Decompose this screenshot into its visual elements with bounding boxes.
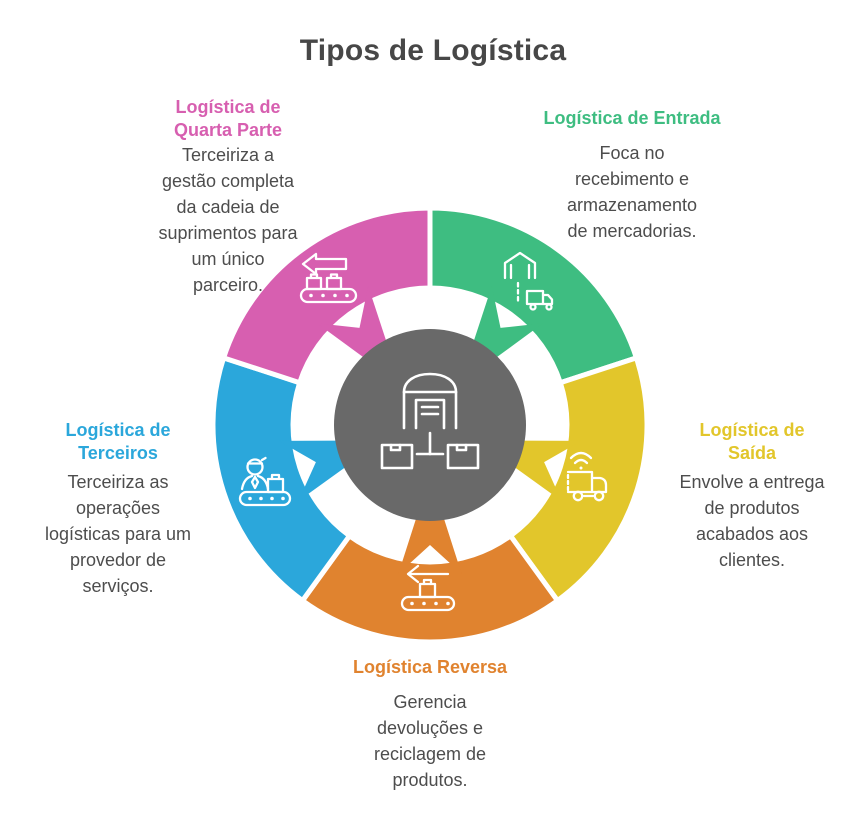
segment-heading-saida: Logística de Saída bbox=[699, 420, 805, 463]
warehouse-distribution-hub-icon bbox=[380, 372, 480, 470]
segment-description-entrada: Foca no recebimento e armazenamento de m… bbox=[566, 143, 698, 241]
segment-description-reversa: Gerencia devoluções e reciclagem de prod… bbox=[373, 692, 487, 790]
donut-segment-saida bbox=[508, 355, 650, 604]
segment-hub-arrow-entrada bbox=[472, 286, 543, 361]
connected-delivery-truck-icon bbox=[566, 451, 608, 502]
warehouse-receiving-truck-icon bbox=[503, 251, 554, 311]
segment-hub-arrow-reversa bbox=[398, 514, 462, 574]
donut-segment-reversa bbox=[300, 533, 560, 645]
segment-label-block-quarta-parte: Logística de Quarta Parte Terceiriza a g… bbox=[118, 96, 338, 298]
donut-icons-layer bbox=[238, 251, 608, 612]
segment-heading-quarta-parte: Logística de Quarta Parte bbox=[173, 97, 283, 140]
segment-label-block-terceiros: Logística de Terceiros Terceiriza as ope… bbox=[8, 419, 228, 599]
segment-heading-reversa: Logística Reversa bbox=[352, 657, 508, 677]
worker-conveyor-icon bbox=[238, 456, 292, 507]
segment-hub-arrow-saida bbox=[510, 440, 582, 501]
segment-description-saida: Envolve a entrega de produtos acabados a… bbox=[679, 472, 825, 570]
segment-hub-arrow-terceiros bbox=[278, 440, 350, 501]
page-title: Tipos de Logística bbox=[299, 34, 567, 67]
conveyor-return-arrow-icon bbox=[400, 564, 456, 612]
segment-description-terceiros: Terceiriza as operações logísticas para … bbox=[44, 472, 192, 596]
donut-segment-quarta_parte bbox=[221, 205, 433, 386]
segment-label-block-saida: Logística de Saída Envolve a entrega de … bbox=[642, 419, 862, 573]
return-arrow-conveyor-boxes-icon bbox=[299, 252, 358, 304]
segment-hub-arrow-quarta_parte bbox=[317, 286, 388, 361]
segment-heading-entrada: Logística de Entrada bbox=[543, 108, 721, 128]
segment-description-quarta-parte: Terceiriza a gestão completa da cadeia d… bbox=[158, 145, 298, 295]
hub-circle bbox=[334, 329, 526, 521]
segment-heading-terceiros: Logística de Terceiros bbox=[65, 420, 171, 463]
segment-label-block-reversa: Logística Reversa Gerencia devoluções e … bbox=[320, 656, 540, 793]
segment-label-block-entrada: Logística de Entrada Foca no recebimento… bbox=[522, 107, 742, 244]
donut-segment-entrada bbox=[427, 205, 639, 386]
